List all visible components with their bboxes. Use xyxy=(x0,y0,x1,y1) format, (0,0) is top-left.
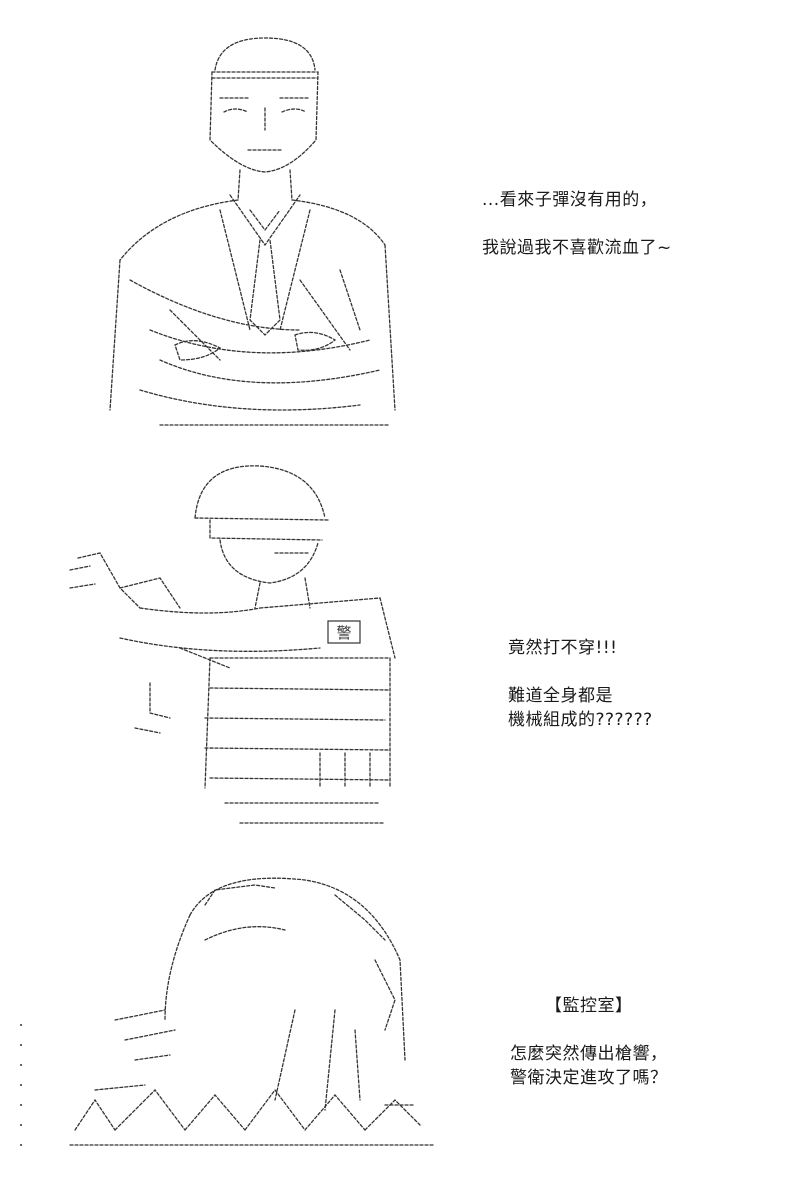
mist-figure-drawing xyxy=(20,877,436,1146)
guard-figure-drawing: 警 xyxy=(69,465,396,824)
dialogue-3-line-2: 警衛決定進攻了嗎？ xyxy=(510,1068,668,1088)
ascii-art-guard-with-gun: 警 xyxy=(60,458,405,838)
panel-1: ...看來子彈沒有用的， 我說過我不喜歡流血了~ xyxy=(0,0,800,440)
dialogue-2-line-2: 難道全身都是 xyxy=(508,686,613,706)
badge-text: 警 xyxy=(336,624,351,642)
panel-3: 【監控室】 怎麼突然傳出槍響， 警衛決定進攻了嗎？ xyxy=(0,850,800,1200)
dialogue-1-line-1: ...看來子彈沒有用的， xyxy=(482,190,658,210)
ascii-art-man-arms-crossed xyxy=(100,30,400,430)
dialogue-3-line-1: 怎麼突然傳出槍響， xyxy=(510,1044,668,1064)
dialogue-2-line-1: 竟然打不穿!!! xyxy=(508,638,618,658)
dialogue-2-line-3: 機械組成的?????? xyxy=(508,710,653,730)
police-badge-icon xyxy=(327,620,361,644)
man-figure-drawing xyxy=(109,37,396,426)
dialogue-1: ...看來子彈沒有用的， 我說過我不喜歡流血了~ xyxy=(482,188,672,260)
dialogue-2: 竟然打不穿!!! 難道全身都是 機械組成的?????? xyxy=(508,636,653,732)
dialogue-3: 【監控室】 怎麼突然傳出槍響， 警衛決定進攻了嗎？ xyxy=(510,994,668,1090)
location-header: 【監控室】 xyxy=(545,996,633,1016)
panel-2: 警 竟然打不穿!!! 難道全身都是 機械組成的?????? xyxy=(0,440,800,850)
ascii-art-mist-figure xyxy=(15,860,445,1150)
dialogue-1-line-2: 我說過我不喜歡流血了~ xyxy=(482,238,672,258)
